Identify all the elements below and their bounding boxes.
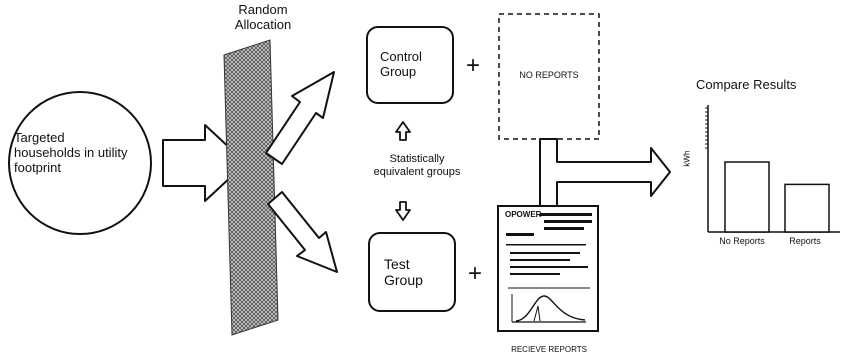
x-tick-label-no-reports: No Reports bbox=[712, 236, 772, 246]
allocation-wall bbox=[224, 40, 278, 335]
arrow-to-test bbox=[268, 192, 337, 272]
chart-title: Compare Results bbox=[696, 78, 845, 93]
arrow-to-control bbox=[266, 72, 334, 164]
x-tick-label-reports: Reports bbox=[780, 236, 830, 246]
up-arrow-icon bbox=[396, 122, 410, 140]
receive-reports-label: RECIEVE REPORTS bbox=[493, 345, 605, 354]
control-group-label: Control Group bbox=[380, 50, 440, 80]
bar-no-reports bbox=[725, 162, 769, 232]
allocation-label: Random Allocation bbox=[228, 3, 298, 33]
no-reports-label: NO REPORTS bbox=[503, 70, 595, 80]
arrow-to-results bbox=[540, 139, 670, 206]
test-group-box: Test Group bbox=[368, 232, 456, 312]
equivalence-note: Statistically equivalent groups bbox=[364, 153, 470, 178]
chart-ylabel: kWh bbox=[682, 151, 691, 167]
report-document bbox=[498, 206, 598, 331]
bar-reports bbox=[785, 184, 829, 232]
households-label: Targeted households in utility footprint bbox=[14, 131, 132, 176]
plus-sign-bottom: + bbox=[468, 260, 482, 288]
down-arrow-icon bbox=[396, 202, 410, 220]
plus-sign-top: + bbox=[466, 52, 480, 80]
test-group-label: Test Group bbox=[384, 256, 440, 288]
report-brand-label: OPOWER bbox=[505, 210, 541, 219]
control-group-box: Control Group bbox=[366, 26, 454, 104]
